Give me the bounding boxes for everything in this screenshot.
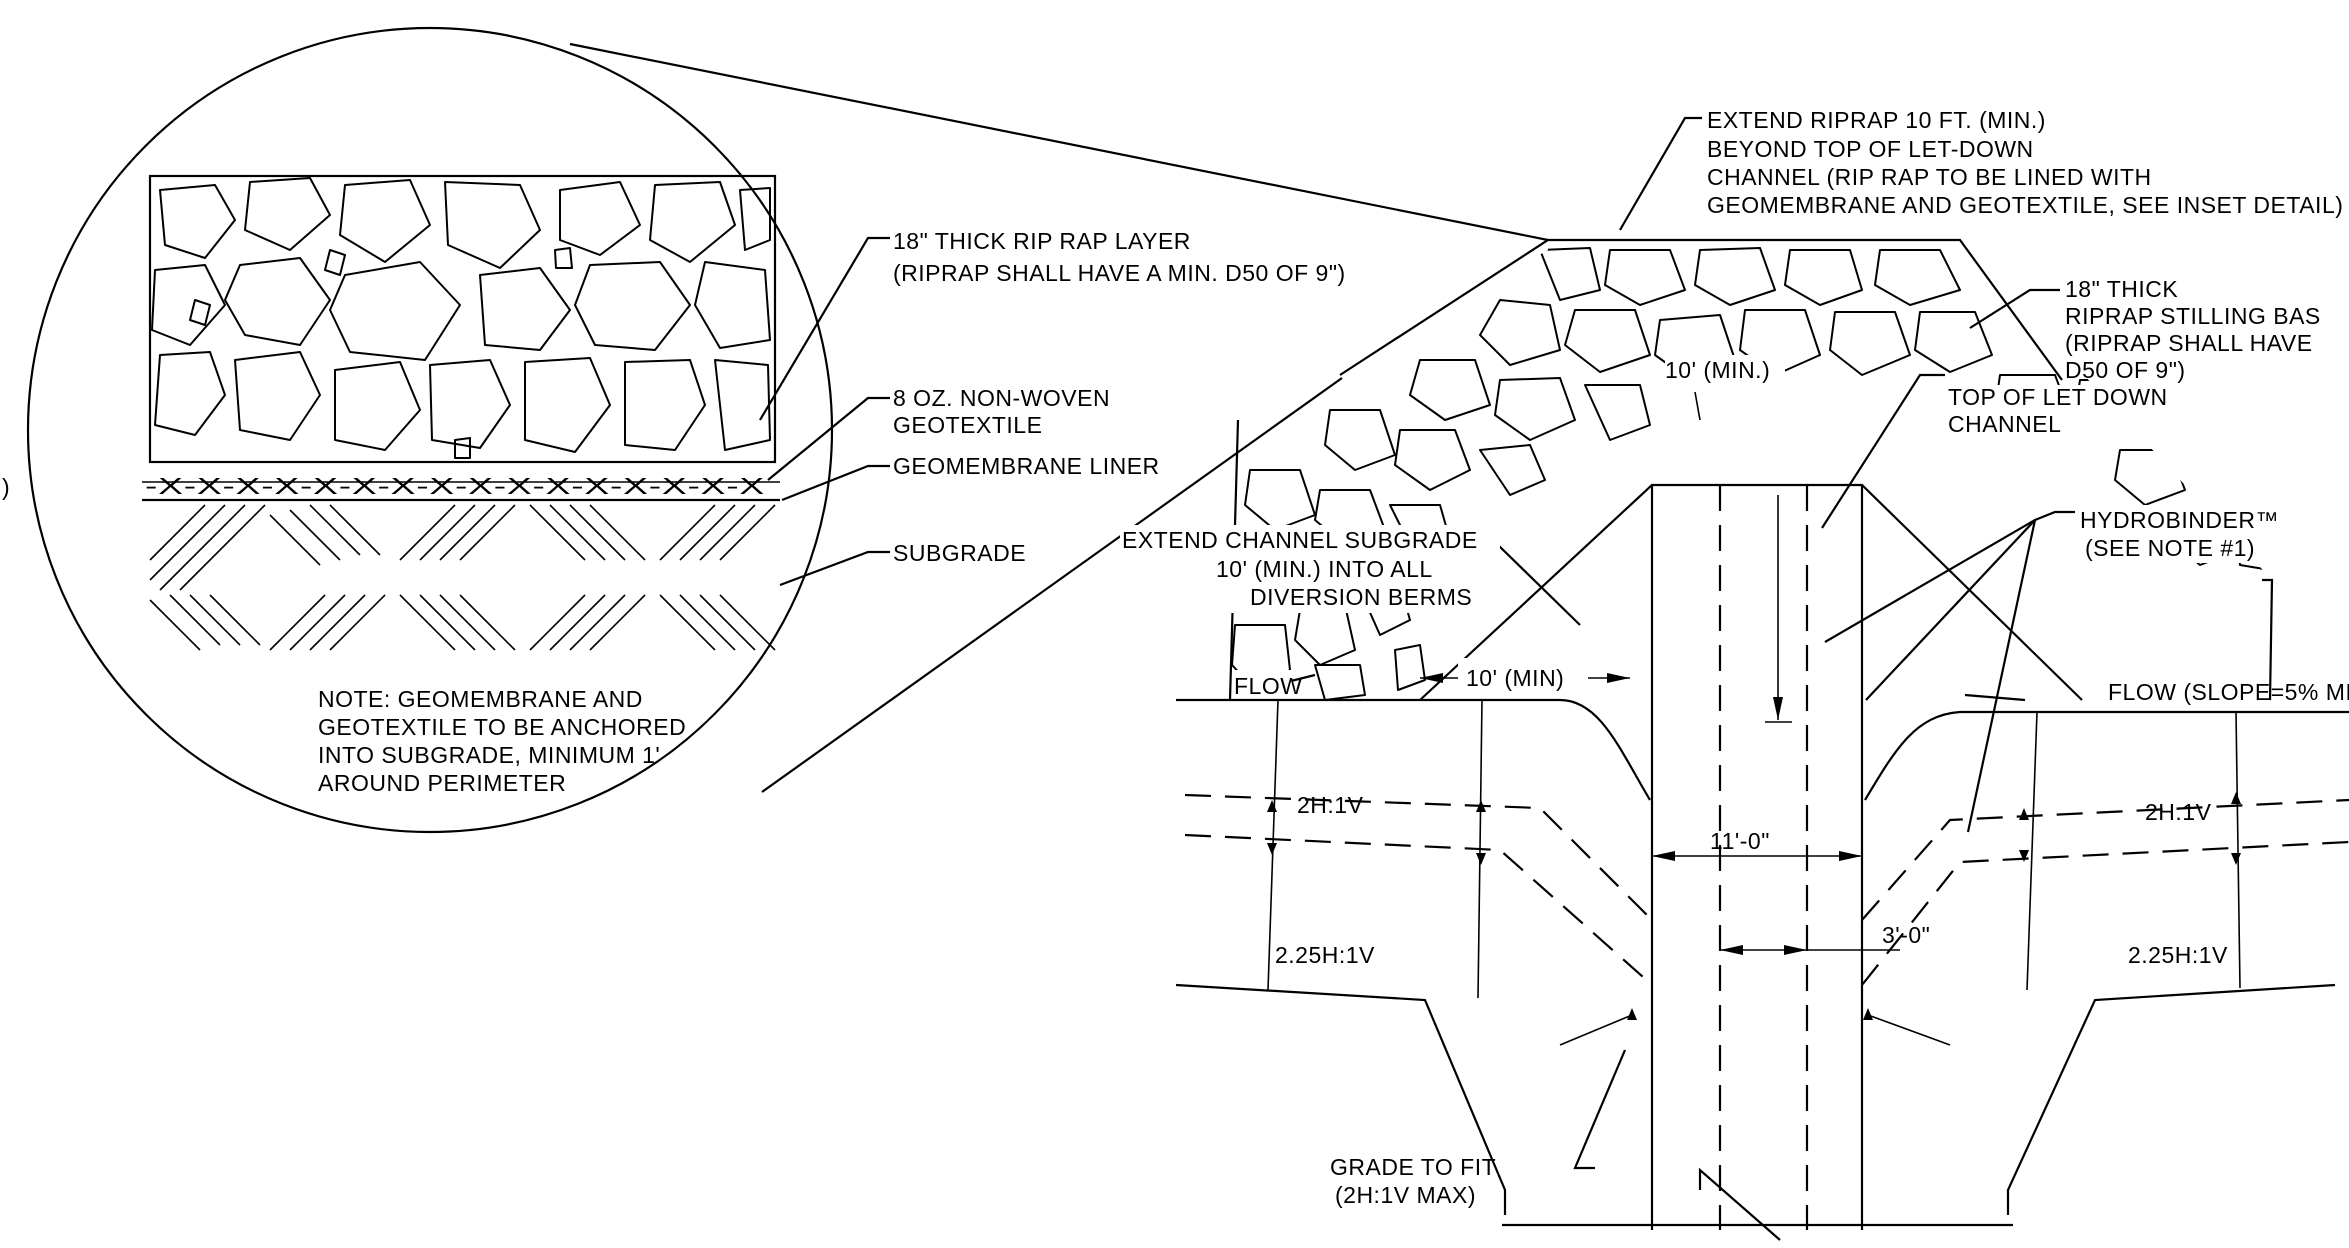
ten-min-top: 10' (MIN.) — [1665, 357, 1770, 383]
terrain-lower-left — [1175, 983, 1507, 1215]
plan-view: 11'-0" 3'-0" 10' (MIN) — [1120, 107, 2349, 1241]
extend-riprap-3: CHANNEL (RIP RAP TO BE LINED WITH — [1707, 164, 2152, 190]
riprap-outline-top — [1339, 238, 2063, 381]
stilling-basin-3: (RIPRAP SHALL HAVE — [2065, 330, 2313, 356]
inset-note-3: INTO SUBGRADE, MINIMUM 1' — [318, 742, 660, 768]
berm-dash-left-2 — [1184, 833, 1653, 986]
grade-to-fit-1: GRADE TO FIT — [1330, 1154, 1496, 1180]
dim-10ft-arrow — [1773, 697, 1783, 720]
dim-11ft-arrow-right — [1839, 851, 1862, 861]
slope-right-upper: 2H:1V — [2145, 799, 2212, 825]
terrain-lower-right — [2006, 983, 2336, 1215]
inset-leaders — [759, 236, 890, 587]
flow-left-bg — [1232, 670, 1292, 696]
top-letdown-bg — [1945, 385, 2165, 443]
dim-10ft-left-arrow-r — [1607, 673, 1630, 683]
geomembrane-label: GEOMEMBRANE LINER — [893, 453, 1160, 479]
top-of-letdown-1: TOP OF LET DOWN — [1948, 384, 2168, 410]
hydrobinder-2: (SEE NOTE #1) — [2085, 535, 2255, 561]
flow-left: FLOW — [1234, 673, 1302, 699]
inset-note-2: GEOTEXTILE TO BE ANCHORED — [318, 714, 686, 740]
extend-subgrade-bg — [1120, 525, 1500, 613]
hydrobinder-1: HYDROBINDER™ — [2080, 507, 2279, 533]
stilling-basin-1: 18" THICK — [2065, 276, 2178, 302]
top-of-letdown-2: CHANNEL — [1948, 411, 2061, 437]
riprap-layer-label-2: (RIPRAP SHALL HAVE A MIN. D50 OF 9") — [893, 260, 1346, 286]
stilling-basin-2: RIPRAP STILLING BAS — [2065, 303, 2321, 329]
edge-mark: ) — [2, 474, 10, 500]
dim-11ft-label: 11'-0" — [1710, 828, 1770, 854]
terrain-upper-right — [1864, 710, 2349, 801]
riprap-layer-label-1: 18" THICK RIP RAP LAYER — [893, 228, 1191, 254]
geotextile-label-2: GEOTEXTILE — [893, 412, 1042, 438]
dim-3ft-label: 3'-0" — [1882, 922, 1930, 948]
dim-11ft-arrow-left — [1652, 851, 1675, 861]
ten-min-top-tick — [1694, 391, 1701, 421]
subgrade-label: SUBGRADE — [893, 540, 1026, 566]
extend-riprap-1: EXTEND RIPRAP 10 FT. (MIN.) — [1707, 107, 2046, 133]
subgrade-hatch — [149, 504, 776, 651]
extend-subgrade-3: DIVERSION BERMS — [1250, 584, 1472, 610]
inset-note-1: NOTE: GEOMEMBRANE AND — [318, 686, 643, 712]
riprap-rocks-inset — [151, 177, 771, 459]
extend-subgrade-1: EXTEND CHANNEL SUBGRADE — [1122, 527, 1478, 553]
inset-note-4: AROUND PERIMETER — [318, 770, 566, 796]
channel-top-outline — [1419, 483, 2083, 701]
extend-riprap-4: GEOMEMBRANE AND GEOTEXTILE, SEE INSET DE… — [1707, 192, 2343, 218]
dim-3ft-arrow-right — [1784, 945, 1807, 955]
inset-leader-top — [569, 42, 1549, 242]
extend-riprap-2: BEYOND TOP OF LET-DOWN — [1707, 136, 2034, 162]
dim-10ft-left-label: 10' (MIN) — [1466, 665, 1564, 691]
stilling-basin-4: D50 OF 9") — [2065, 357, 2186, 383]
slope-right-lower: 2.25H:1V — [2128, 942, 2228, 968]
grade-dim-left — [1559, 1014, 1633, 1046]
dim-3ft-arrow-left — [1720, 945, 1743, 955]
riprap-outline-right — [2262, 578, 2274, 701]
berm-dash-left-1 — [1184, 793, 1653, 921]
berm-dash-right-2 — [1861, 840, 2349, 986]
geomembrane-marks: -X-X-X-X-X-X-X-X-X-X-X-X-X-X-X-X — [145, 473, 765, 499]
inset-leader-bottom — [761, 377, 1343, 793]
dim-10ft-left-bg — [1458, 658, 1588, 688]
inset-circle — [26, 26, 834, 834]
dim-10ft-left-arrow-l — [1420, 673, 1443, 683]
slope-left-upper: 2H:1V — [1297, 792, 1364, 818]
terrain-upper-left — [1176, 698, 1651, 801]
hydrobinder-bg — [2075, 505, 2275, 563]
flow-right: FLOW (SLOPE=5% MI — [2108, 679, 2349, 705]
berm-dash-right-1 — [1861, 798, 2349, 921]
channel-break — [1698, 1167, 1781, 1241]
ten-min-top-bg — [1665, 355, 1785, 385]
slope-dims — [1267, 699, 2241, 1020]
riprap-layer-box — [148, 174, 777, 464]
inset-detail: -X-X-X-X-X-X-X-X-X-X-X-X-X-X-X-X — [26, 26, 1549, 834]
grade-dim-right — [1867, 1014, 1951, 1046]
slope-left-lower: 2.25H:1V — [1275, 942, 1375, 968]
extend-subgrade-2: 10' (MIN.) INTO ALL — [1216, 556, 1433, 582]
grade-to-fit-2: (2H:1V MAX) — [1335, 1182, 1476, 1208]
geotextile-label-1: 8 OZ. NON-WOVEN — [893, 385, 1110, 411]
